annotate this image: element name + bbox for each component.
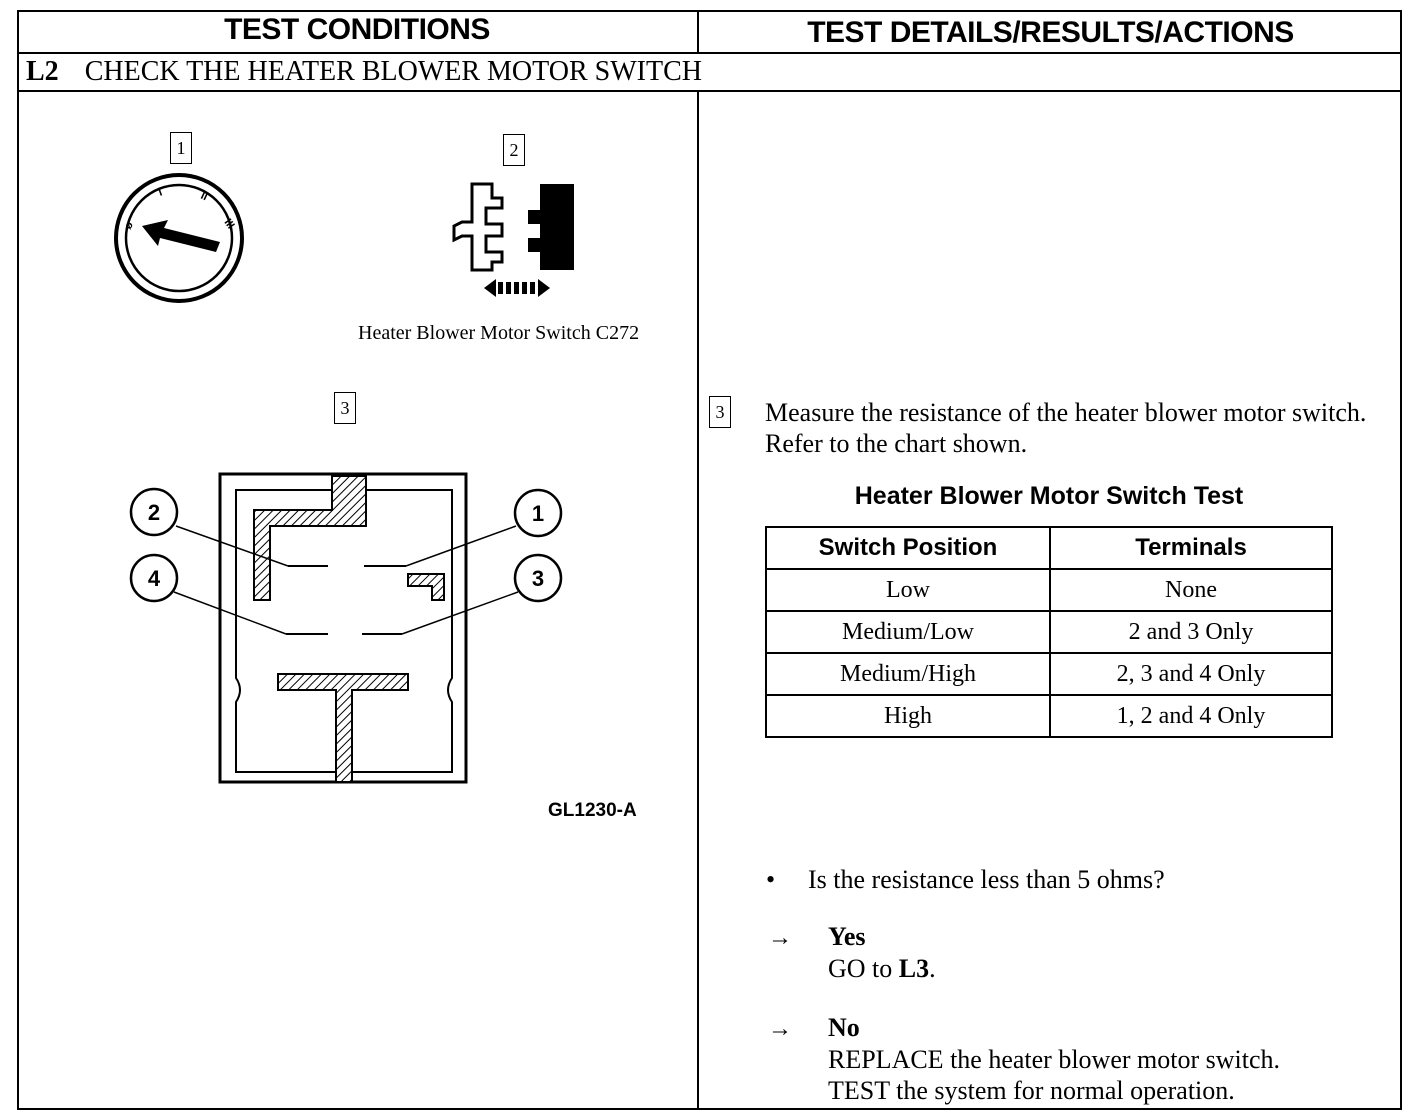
answer-yes-suffix: . <box>929 954 936 983</box>
cell-position: High <box>765 694 1051 738</box>
table-header-row: Switch Position Terminals <box>765 526 1333 570</box>
cell-position: Medium/Low <box>765 610 1051 654</box>
column-divider <box>697 90 699 1110</box>
answer-yes-label: Yes <box>828 922 866 951</box>
cell-terminals: 2 and 3 Only <box>1049 610 1333 654</box>
cell-terminals: 2, 3 and 4 Only <box>1049 652 1333 696</box>
svg-text:1: 1 <box>532 501 544 526</box>
cell-terminals: None <box>1049 568 1333 612</box>
switch-test-table: Switch Position Terminals Low None Mediu… <box>765 526 1333 738</box>
step-title-text: CHECK THE HEATER BLOWER MOTOR SWITCH <box>84 56 702 87</box>
ignition-knob-icon: ø I II III <box>114 173 244 303</box>
answer-yes-prefix: GO to <box>828 954 899 983</box>
table-row: Medium/High 2, 3 and 4 Only <box>765 652 1333 696</box>
svg-text:3: 3 <box>532 566 544 591</box>
answer-yes-action: GO to L3. <box>828 953 936 984</box>
instruction-text: Measure the resistance of the heater blo… <box>765 398 1367 458</box>
answer-no-line2: TEST the system for normal operation. <box>828 1076 1235 1105</box>
cell-position: Low <box>765 568 1051 612</box>
knob-mark-1: I <box>157 186 164 198</box>
bullet-icon: • <box>766 865 776 894</box>
callout-1: 1 <box>170 132 192 164</box>
cell-position: Medium/High <box>765 652 1051 696</box>
switch-terminal-diagram: 2 1 4 3 <box>129 472 563 784</box>
arrow-right-icon: → <box>768 1016 792 1042</box>
table-row: High 1, 2 and 4 Only <box>765 694 1333 738</box>
answer-no-line1: REPLACE the heater blower motor switch. <box>828 1045 1281 1074</box>
step-title-divider <box>17 90 1402 92</box>
terminal-label-3: 3 <box>513 553 563 603</box>
callout-3: 3 <box>334 392 356 424</box>
arrow-right-icon: → <box>768 925 792 951</box>
answer-yes-ref: L3 <box>898 954 930 983</box>
step-title: L2 CHECK THE HEATER BLOWER MOTOR SWITCH <box>26 54 702 90</box>
table-title: Heater Blower Motor Switch Test <box>854 482 1244 510</box>
svg-text:2: 2 <box>148 500 160 525</box>
question-text: Is the resistance less than 5 ohms? <box>808 865 1165 894</box>
step-id: L2 <box>26 56 59 87</box>
table-row: Low None <box>765 568 1333 612</box>
header-column-divider <box>697 10 699 54</box>
connector-icon <box>452 182 574 297</box>
connector-caption: Heater Blower Motor Switch C272 <box>358 322 640 344</box>
header-test-details: TEST DETAILS/RESULTS/ACTIONS <box>807 16 1294 49</box>
terminal-label-4: 4 <box>129 553 179 603</box>
cell-terminals: 1, 2 and 4 Only <box>1049 694 1333 738</box>
details-callout-3: 3 <box>709 396 731 428</box>
callout-2: 2 <box>503 134 525 166</box>
svg-text:4: 4 <box>148 566 161 591</box>
page-frame <box>17 10 1402 1110</box>
column-header-switch-position: Switch Position <box>765 526 1051 570</box>
header-test-conditions: TEST CONDITIONS <box>224 13 490 46</box>
figure-id: GL1230-A <box>548 800 637 821</box>
double-arrow-icon <box>484 279 550 297</box>
column-header-terminals: Terminals <box>1049 526 1333 570</box>
header-divider <box>17 52 1402 54</box>
knob-mark-2: II <box>199 190 210 203</box>
answer-no-label: No <box>828 1013 860 1042</box>
terminal-label-2: 2 <box>129 487 179 537</box>
table-row: Medium/Low 2 and 3 Only <box>765 610 1333 654</box>
terminal-label-1: 1 <box>513 488 563 538</box>
